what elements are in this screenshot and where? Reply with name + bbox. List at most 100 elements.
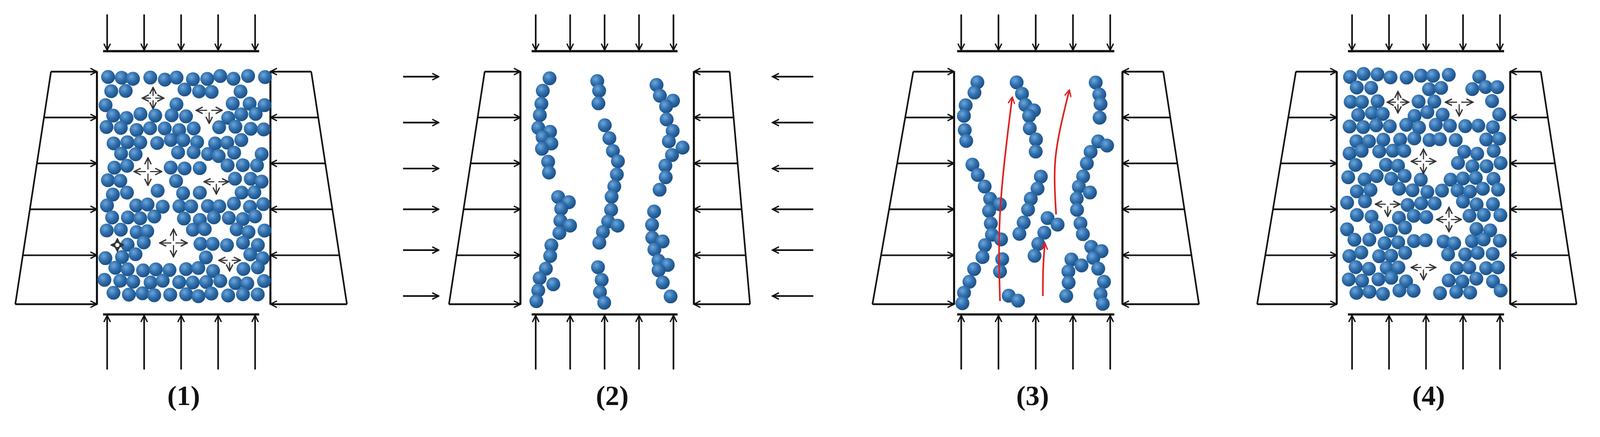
- particle: [120, 158, 135, 173]
- arrow: [270, 70, 312, 73]
- particle: [1392, 283, 1407, 298]
- particle: [658, 99, 674, 114]
- load-line: [484, 70, 521, 73]
- arrow: [1388, 315, 1390, 370]
- particle: [1012, 226, 1027, 241]
- particle: [1490, 260, 1506, 275]
- arrow: [1510, 208, 1563, 210]
- particle: [1490, 182, 1506, 197]
- particle: [975, 250, 990, 265]
- particle: [1458, 119, 1473, 134]
- particle: [133, 107, 148, 122]
- flow-arrow: [1054, 90, 1070, 215]
- particle: [1034, 169, 1049, 184]
- particle: [1027, 249, 1042, 264]
- arrow: [143, 14, 145, 51]
- arrow: [693, 254, 746, 256]
- particle: [604, 203, 619, 218]
- particle: [1383, 70, 1398, 85]
- arrow: [119, 244, 124, 246]
- arrow: [147, 173, 149, 186]
- load-line: [872, 303, 955, 305]
- arrow: [152, 100, 154, 110]
- arrow: [1122, 208, 1185, 210]
- particle: [652, 182, 667, 197]
- arrow: [772, 295, 814, 297]
- particle: [1362, 262, 1377, 277]
- particle: [113, 222, 128, 237]
- particle: [1340, 195, 1355, 210]
- load-line: [1510, 70, 1541, 73]
- particle: [1471, 118, 1486, 133]
- arrow: [1122, 162, 1177, 165]
- particle: [977, 179, 992, 194]
- arrow: [155, 97, 164, 99]
- arrow: [1423, 269, 1425, 280]
- particle: [186, 222, 201, 237]
- arrow: [1375, 203, 1386, 205]
- arrow: [1351, 14, 1353, 51]
- particle: [219, 238, 235, 253]
- particle: [1029, 132, 1044, 147]
- particle: [169, 70, 184, 85]
- particle: [1080, 156, 1095, 171]
- particle: [597, 118, 612, 133]
- arrow: [229, 262, 231, 272]
- particle: [1369, 169, 1384, 184]
- particle: [1082, 185, 1098, 200]
- particle: [1059, 289, 1074, 304]
- load-line: [1122, 303, 1199, 305]
- particle: [192, 161, 207, 176]
- particle: [191, 84, 206, 99]
- particle: [1354, 143, 1369, 158]
- particle: [114, 146, 129, 161]
- arrow: [913, 70, 955, 73]
- load-line: [1335, 71, 1338, 305]
- load-line: [1510, 303, 1577, 305]
- arrow: [1448, 221, 1450, 232]
- particle: [164, 108, 179, 123]
- arrow: [231, 259, 241, 261]
- particle: [542, 71, 557, 86]
- arrow: [106, 14, 108, 51]
- particle: [1397, 220, 1412, 235]
- particle: [995, 252, 1010, 267]
- load-line: [1121, 71, 1124, 305]
- arrow: [872, 303, 955, 305]
- particle: [113, 121, 128, 136]
- particle: [163, 133, 178, 148]
- load-line: [531, 313, 678, 316]
- arrow: [36, 162, 97, 165]
- arrow: [1461, 101, 1474, 103]
- particle: [1492, 107, 1507, 122]
- particle: [118, 83, 133, 98]
- arrow: [15, 303, 97, 305]
- particle: [1406, 208, 1421, 223]
- particle: [1414, 196, 1429, 211]
- particle: [179, 109, 194, 124]
- flow-arrow: [1042, 243, 1045, 297]
- arrow: [270, 116, 319, 119]
- arrow: [1295, 70, 1337, 73]
- panel-number: (3): [1016, 379, 1050, 412]
- arrow: [672, 315, 675, 370]
- load-line: [50, 70, 97, 73]
- arrow: [1280, 162, 1337, 165]
- arrow: [22, 254, 97, 256]
- arrow: [270, 208, 333, 210]
- arrow: [196, 109, 208, 111]
- arrow: [1462, 315, 1464, 370]
- particle: [1347, 232, 1362, 247]
- load-line: [15, 303, 97, 305]
- particle: [1479, 159, 1494, 174]
- particle: [150, 136, 165, 151]
- arrow: [254, 315, 256, 370]
- particle: [248, 209, 263, 224]
- arrow: [1436, 219, 1447, 220]
- arrow: [180, 315, 182, 370]
- arrow: [180, 14, 182, 51]
- load-line: [729, 71, 751, 305]
- particle: [200, 71, 215, 86]
- particle: [1011, 293, 1026, 308]
- arrow: [1499, 315, 1501, 370]
